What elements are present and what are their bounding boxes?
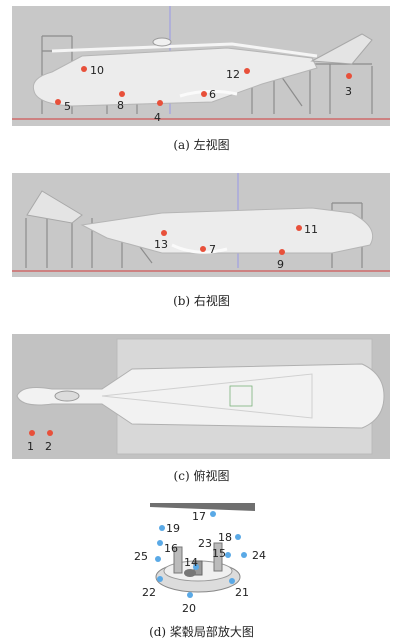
reference-box — [229, 385, 253, 407]
point-label: 25 — [134, 550, 148, 563]
left-view-panel: 10 12 3 5 8 6 4 — [12, 6, 390, 126]
tail-fin — [26, 190, 83, 224]
point-label: 20 — [182, 602, 196, 615]
caption-hub-detail: (d) 桨毂局部放大图 — [149, 625, 254, 639]
point-label: 8 — [117, 99, 124, 112]
point-marker — [346, 73, 352, 79]
point-label: 13 — [154, 238, 168, 251]
point-label: 7 — [209, 243, 216, 256]
caption-left-view: (a) 左视图 — [173, 138, 230, 152]
sponson — [179, 89, 238, 98]
point-label: 2 — [45, 440, 52, 453]
point-marker — [157, 576, 163, 582]
point-label: 18 — [218, 531, 232, 544]
point-label: 11 — [304, 223, 318, 236]
point-label: 9 — [277, 258, 284, 271]
point-label: 21 — [235, 586, 249, 599]
point-marker — [159, 525, 165, 531]
point-marker — [55, 99, 61, 105]
point-label: 24 — [252, 549, 266, 562]
point-marker — [201, 91, 207, 97]
fuselage-top — [16, 363, 385, 429]
top-view-panel: 1 2 — [12, 334, 390, 459]
point-label: 4 — [154, 111, 161, 124]
point-label: 15 — [212, 547, 226, 560]
left-view-drawing: 10 12 3 5 8 6 4 — [12, 6, 390, 124]
fuselage — [32, 47, 318, 107]
hub-detail-drawing: 17 19 18 16 23 25 15 24 14 22 21 20 — [134, 503, 266, 615]
sponson — [171, 243, 228, 254]
point-marker — [235, 534, 241, 540]
point-marker — [296, 225, 302, 231]
rotor-hub — [152, 37, 172, 47]
point-label: 22 — [142, 586, 156, 599]
right-view-panel: 11 13 7 9 — [12, 173, 390, 277]
point-marker — [119, 91, 125, 97]
point-marker — [210, 511, 216, 517]
point-marker — [225, 552, 231, 558]
caption-right-view: (b) 右视图 — [173, 294, 230, 308]
point-label: 1 — [27, 440, 34, 453]
point-marker — [157, 100, 163, 106]
right-view-drawing: 11 13 7 9 — [12, 173, 390, 272]
point-marker — [47, 430, 53, 436]
point-marker — [244, 68, 250, 74]
tail-fin — [310, 33, 373, 65]
point-marker — [155, 556, 161, 562]
point-label: 14 — [184, 556, 198, 569]
upper-deck — [51, 42, 318, 58]
point-marker — [193, 564, 199, 570]
point-marker — [29, 430, 35, 436]
hull-line — [101, 373, 313, 419]
point-label: 23 — [198, 537, 212, 550]
blade — [150, 503, 255, 511]
point-label: 17 — [192, 510, 206, 523]
point-label: 16 — [164, 542, 178, 555]
caption-top-view: (c) 俯视图 — [173, 469, 230, 483]
point-label: 5 — [64, 100, 71, 113]
point-label: 3 — [345, 85, 352, 98]
point-label: 10 — [90, 64, 104, 77]
point-marker — [81, 66, 87, 72]
point-marker — [279, 249, 285, 255]
hub-post — [173, 546, 183, 574]
point-label: 19 — [166, 522, 180, 535]
fuselage — [80, 207, 374, 254]
point-label: 12 — [226, 68, 240, 81]
point-marker — [161, 230, 167, 236]
hub-detail-panel: 17 19 18 16 23 25 15 24 14 22 21 20 — [120, 495, 280, 620]
top-view-drawing: 1 2 — [16, 338, 385, 455]
point-marker — [200, 246, 206, 252]
tail-rotor — [54, 390, 80, 402]
hub-post — [213, 542, 223, 572]
hub-pin — [184, 569, 196, 577]
point-marker — [187, 592, 193, 598]
point-marker — [241, 552, 247, 558]
point-marker — [157, 540, 163, 546]
point-marker — [229, 578, 235, 584]
point-label: 6 — [209, 88, 216, 101]
